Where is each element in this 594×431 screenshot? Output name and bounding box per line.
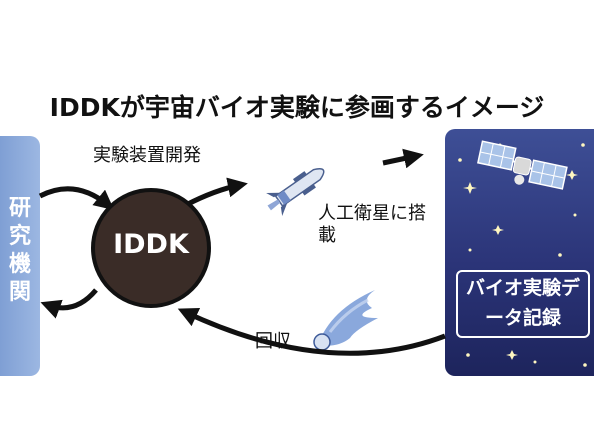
research-institution-label: 研究機関	[8, 196, 31, 305]
develop-equipment-label: 実験装置開発	[93, 145, 201, 166]
iddk-label: IDDK	[113, 229, 189, 260]
rocket-icon	[266, 168, 325, 216]
arrow-rocket-to-space	[382, 148, 424, 169]
satellite-icon	[477, 140, 568, 190]
bio-experiment-record-label: バイオ実験データ記録	[465, 277, 580, 329]
research-institution-panel	[0, 136, 40, 376]
arrow-space-to-iddk	[177, 308, 446, 356]
arrow-iddk-to-lab	[40, 288, 98, 319]
iddk-node	[91, 188, 211, 308]
arrow-iddk-to-rocket	[184, 177, 248, 208]
recover-label: 回収	[255, 331, 291, 352]
bio-experiment-record-box	[456, 270, 590, 338]
arrow-lab-to-iddk	[38, 186, 115, 211]
diagram-title: IDDKが宇宙バイオ実験に参画するイメージ	[49, 93, 545, 122]
reentry-capsule-icon	[313, 290, 378, 351]
mount-on-satellite-label: 人工衛星に搭載	[318, 203, 426, 246]
